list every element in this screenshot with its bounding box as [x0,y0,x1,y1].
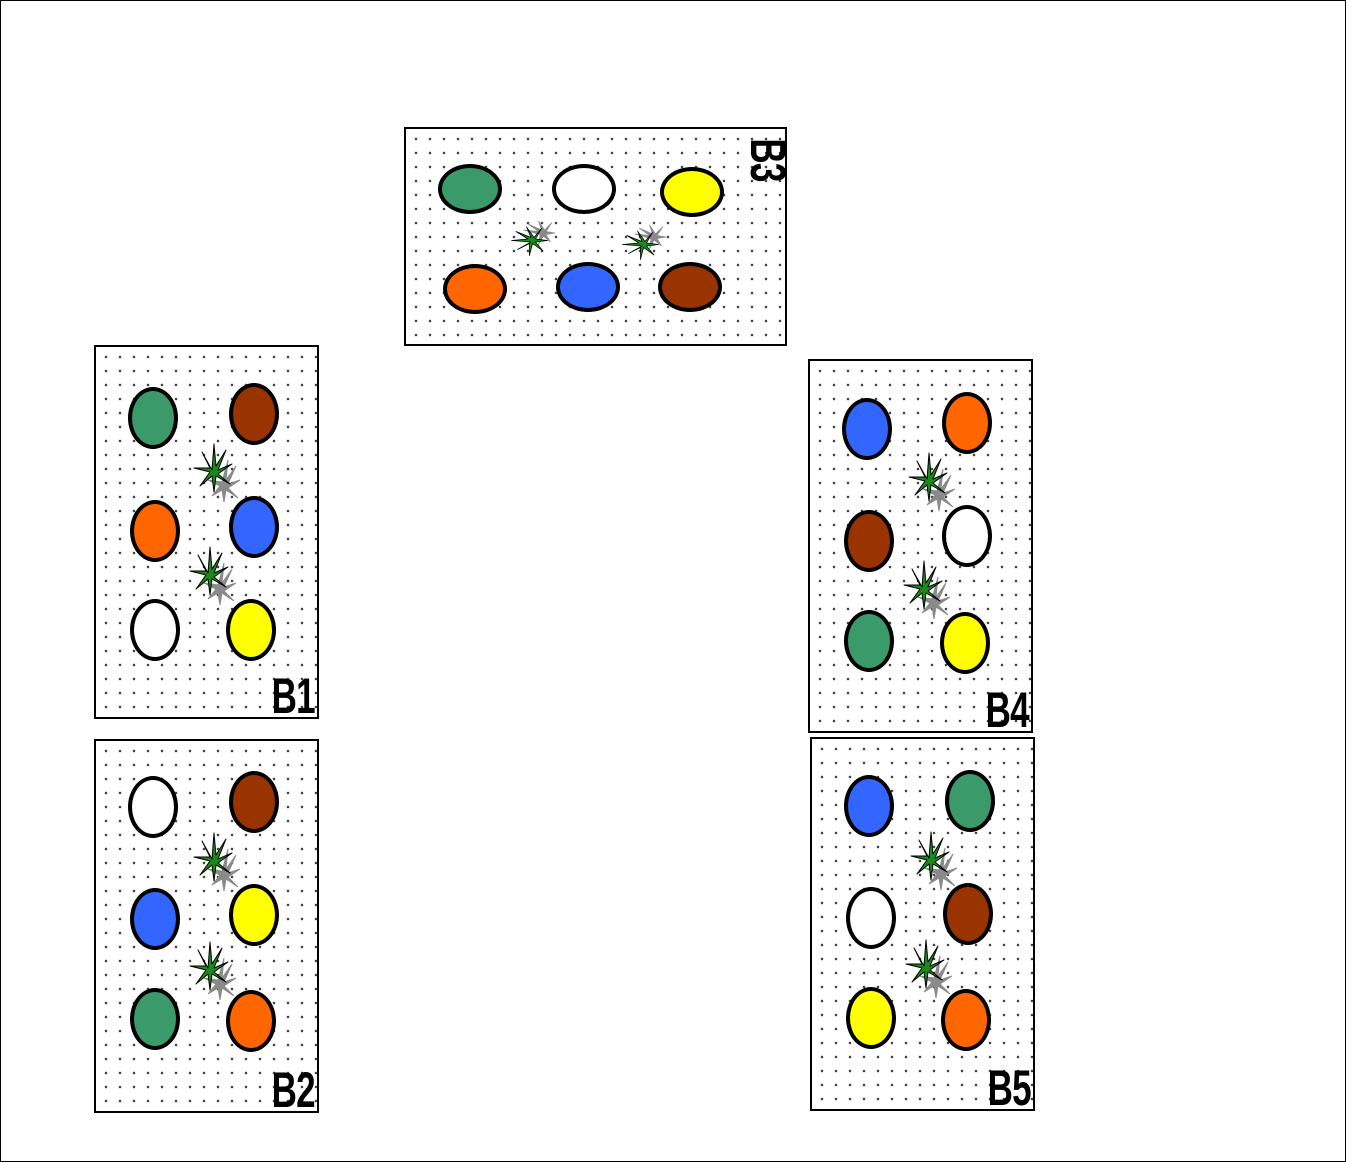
oval-b3-5 [556,262,620,312]
plant-icon [904,938,952,1002]
bed-label-b4: B4 [986,685,1029,735]
oval-b1-3 [130,500,180,562]
plant-icon [188,940,236,1004]
oval-b5-1 [844,775,894,837]
oval-b1-1 [128,387,178,449]
plant-icon [502,215,566,263]
bed-b1: B1 [94,345,319,719]
oval-b5-5 [846,987,896,1049]
oval-b3-4 [443,264,507,314]
bed-label-b1: B1 [272,671,315,721]
bed-b5: B5 [810,737,1035,1111]
plant-icon [188,545,236,609]
oval-b2-5 [130,988,180,1050]
plant-icon [192,442,240,506]
oval-b5-2 [945,770,995,832]
plant-icon [192,831,240,895]
bed-b2: B2 [94,739,319,1113]
plant-icon [909,830,957,894]
oval-b2-3 [130,888,180,950]
oval-b1-2 [229,383,279,445]
bed-b4: B4 [808,359,1033,733]
oval-b4-2 [942,392,992,454]
plant-icon [902,559,950,623]
bed-b3: B3 [404,127,787,346]
oval-b4-1 [842,398,892,460]
bed-label-b3: B3 [743,138,793,181]
oval-b3-3 [660,167,724,217]
oval-b1-5 [130,599,180,661]
oval-b3-2 [552,164,616,214]
oval-b4-5 [844,610,894,672]
oval-b5-3 [846,887,896,949]
oval-b2-2 [229,771,279,833]
plant-icon [907,451,955,515]
oval-b2-1 [128,776,178,838]
oval-b3-1 [438,164,502,214]
oval-b4-3 [844,510,894,572]
plant-icon [613,219,677,267]
bed-label-b5: B5 [988,1063,1031,1113]
bed-label-b2: B2 [272,1065,315,1115]
